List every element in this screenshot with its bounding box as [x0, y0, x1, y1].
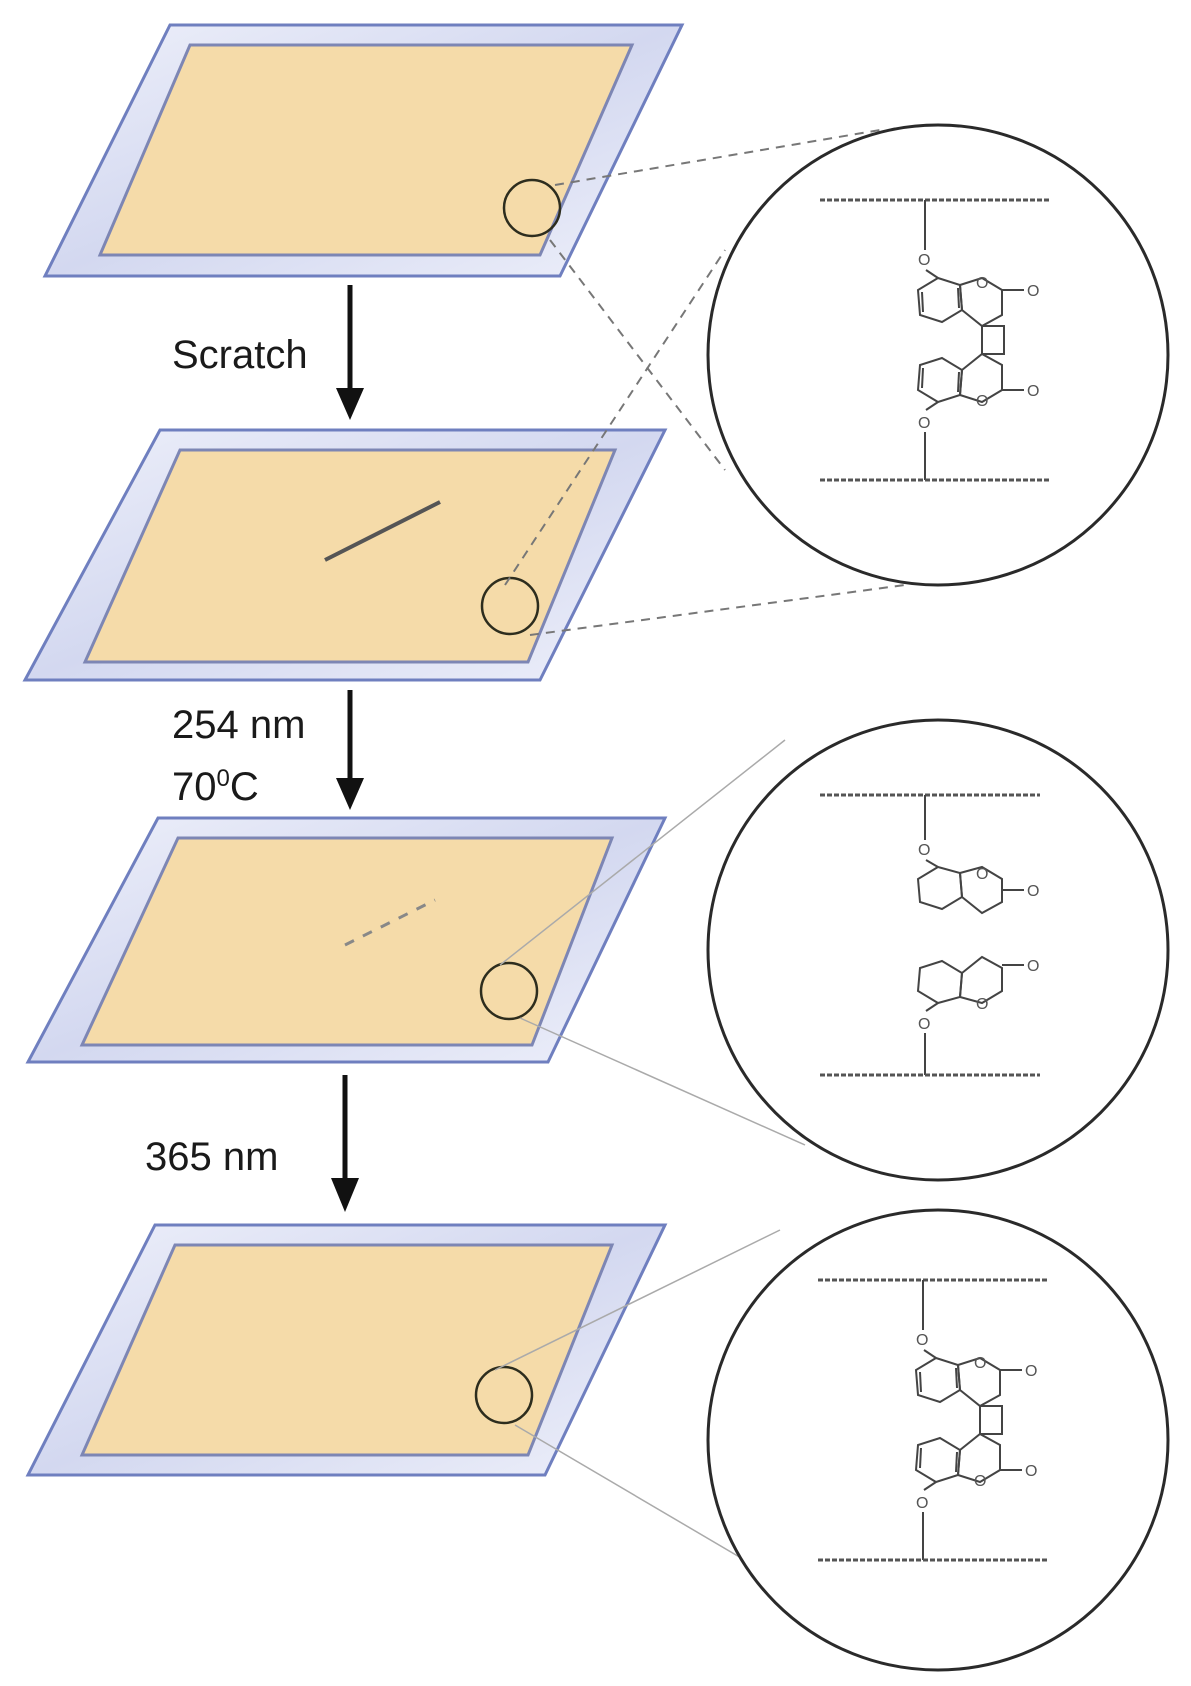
magnified-view-dimer-bottom — [706, 1208, 1170, 1672]
step-arrow-254nm: 254 nm 700C — [172, 690, 364, 810]
coating-layer — [97, 43, 635, 257]
zoom-ring — [502, 178, 562, 238]
leader-lines — [494, 129, 906, 1576]
step-label-wavelength-365: 365 nm — [145, 1135, 278, 1179]
step-label-scratch: Scratch — [172, 333, 308, 377]
healing-scratch-mark — [344, 898, 436, 947]
step-arrow-365nm: 365 nm — [145, 1075, 359, 1212]
step-arrow-scratch: Scratch — [172, 285, 364, 420]
coating-layer — [82, 448, 618, 664]
panel-photocleaved — [25, 816, 668, 1064]
panel-intact — [42, 23, 685, 278]
step-label-wavelength-254: 254 nm — [172, 703, 305, 747]
panel-healed — [25, 1223, 668, 1477]
zoom-ring — [479, 961, 539, 1021]
zoom-ring — [474, 1365, 534, 1425]
magnified-view-dimer-top — [706, 123, 1170, 587]
coating-layer — [79, 836, 615, 1047]
scratch-mark — [324, 500, 441, 562]
coating-layer — [79, 1243, 615, 1457]
step-label-temperature: 700C — [172, 765, 259, 809]
magnified-view-monomers — [706, 718, 1170, 1182]
panel-scratched — [22, 428, 668, 682]
